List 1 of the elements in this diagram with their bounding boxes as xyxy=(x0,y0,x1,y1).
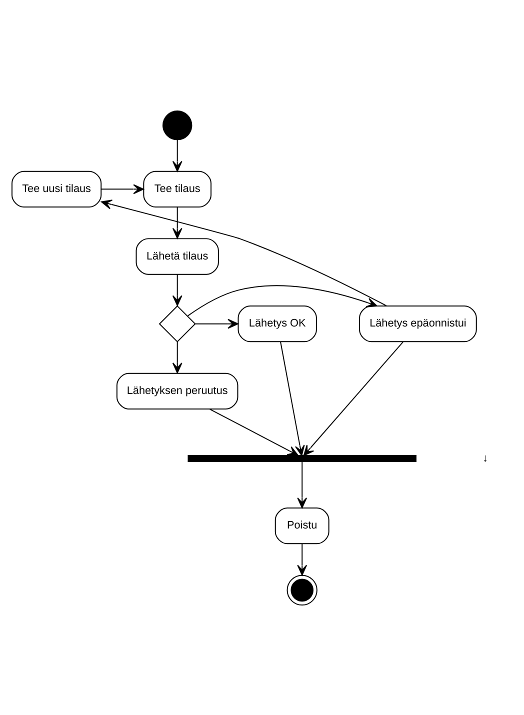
label: ↓ xyxy=(482,452,488,464)
